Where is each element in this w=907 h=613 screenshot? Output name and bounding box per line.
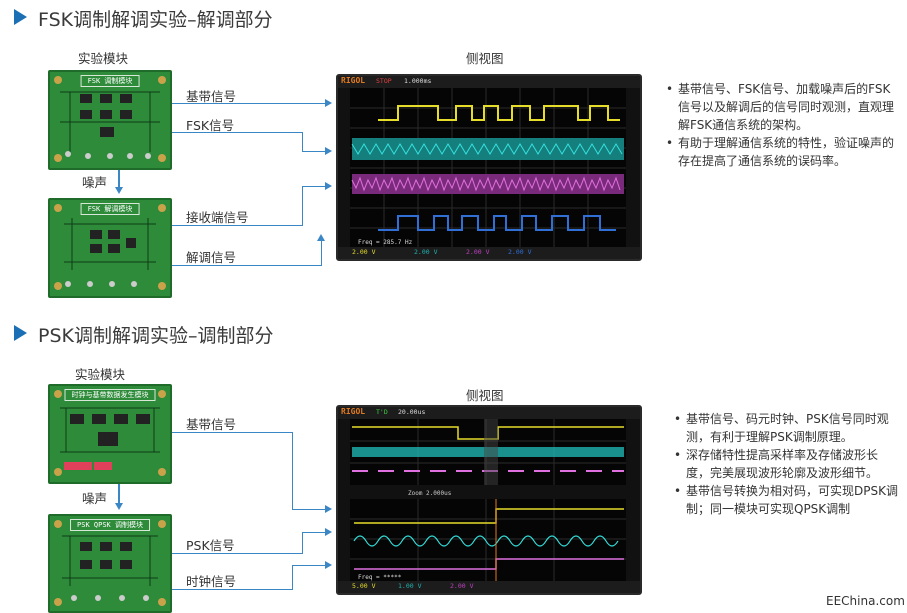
scope-channel-bar: 5.00 V 1.00 V 2.00 V xyxy=(338,581,640,593)
psk-carrier-trace xyxy=(353,535,619,547)
board-title: FSK 解调模块 xyxy=(80,203,140,215)
ch1-scale: 5.00 V xyxy=(352,582,376,590)
section-marker-icon xyxy=(14,325,27,341)
scope-status-bar: RIGOL T'D 20.00us xyxy=(338,407,640,419)
board-circuit-icon xyxy=(54,204,166,290)
board-title: FSK 调制模块 xyxy=(80,75,140,87)
fsk-bullet-1: 基带信号、FSK信号、加载噪声后的FSK信号以及解调后的信号同时观测，直观理解F… xyxy=(666,80,898,134)
psk-noise-label: 噪声 xyxy=(82,491,108,506)
psk-bullet-list: 基带信号、码元时钟、PSK信号同时观测，有利于理解PSK调制原理。 深存储特性提… xyxy=(674,410,900,518)
ch2-scale: 2.00 V xyxy=(414,248,438,256)
fsk-demodulation-board: FSK 解调模块 xyxy=(48,198,172,298)
psk-bullet-3: 基带信号转换为相对码，可实现DPSK调制；同一模块可实现QPSK调制 xyxy=(674,482,900,518)
board-circuit-icon xyxy=(54,76,166,162)
fsk-section-title: FSK调制解调实验–解调部分 xyxy=(38,9,273,31)
fsk-signal-baseband: 基带信号 xyxy=(186,89,237,104)
ch3-scale: 2.00 V xyxy=(450,582,474,590)
psk-signal-clock: 时钟信号 xyxy=(186,574,237,589)
ch4-demod-trace xyxy=(378,215,616,231)
fsk-oscilloscope-screen: RIGOL STOP 1.000ms Freq = 285.7 Hz 2.00 … xyxy=(336,74,642,261)
board-title: PSK QPSK 调制模块 xyxy=(70,519,150,531)
scope-run-state: T'D xyxy=(376,408,388,416)
ch3-scale: 2.00 V xyxy=(466,248,490,256)
fsk-modulation-board: FSK 调制模块 xyxy=(48,70,172,170)
psk-clock-data-board: 时钟与基带数据发生模块 xyxy=(48,384,172,484)
ch1-scale: 2.00 V xyxy=(352,248,376,256)
ch4-scale: 2.00 V xyxy=(508,248,532,256)
fsk-signal-received: 接收端信号 xyxy=(186,210,249,225)
footer-watermark: EEChina.com xyxy=(826,594,905,608)
psk-modulation-board: PSK QPSK 调制模块 xyxy=(48,514,172,613)
section-marker-icon xyxy=(14,9,27,25)
fsk-signal-fsk: FSK信号 xyxy=(186,118,235,133)
psk-signal-baseband: 基带信号 xyxy=(186,417,237,432)
scope-brand: RIGOL xyxy=(341,76,366,85)
psk-section-title: PSK调制解调实验–调制部分 xyxy=(38,325,274,347)
fsk-view-label: 侧视图 xyxy=(466,51,504,66)
fsk-bullet-2: 有助于理解通信系统的特性，验证噪声的存在提高了通信系统的误码率。 xyxy=(666,134,898,170)
psk-signal-psk: PSK信号 xyxy=(186,538,235,553)
board-circuit-icon xyxy=(54,520,166,606)
scope-channel-bar: 2.00 V 2.00 V 2.00 V 2.00 V xyxy=(338,247,640,259)
fsk-signal-demodulated: 解调信号 xyxy=(186,250,237,265)
scope-zoom-label: Zoom 2.000us xyxy=(408,490,452,497)
fsk-module-label: 实验模块 xyxy=(78,51,129,66)
scope-brand: RIGOL xyxy=(341,407,366,416)
psk-oscilloscope-screen: RIGOL T'D 20.00us Zoom 2.000us Freq = **… xyxy=(336,405,642,595)
fsk-waveforms: Freq = 285.7 Hz xyxy=(350,88,626,248)
psk-waveforms: Zoom 2.000us Freq = ***** xyxy=(350,419,626,581)
scope-freq-readout: Freq = 285.7 Hz xyxy=(358,239,413,246)
scope-timebase: 20.00us xyxy=(398,408,426,416)
psk-bullet-1: 基带信号、码元时钟、PSK信号同时观测，有利于理解PSK调制原理。 xyxy=(674,410,900,446)
board-title: 时钟与基带数据发生模块 xyxy=(64,389,156,401)
ch1-baseband-trace xyxy=(378,105,620,121)
fsk-noise-label: 噪声 xyxy=(82,175,108,190)
scope-status-bar: RIGOL STOP 1.000ms xyxy=(338,76,640,88)
psk-module-label: 实验模块 xyxy=(75,367,126,382)
fsk-bullet-list: 基带信号、FSK信号、加载噪声后的FSK信号以及解调后的信号同时观测，直观理解F… xyxy=(666,80,898,170)
ch2-scale: 1.00 V xyxy=(398,582,422,590)
psk-bullet-2: 深存储特性提高采样率及存储波形长度，完美展现波形轮廓及波形细节。 xyxy=(674,446,900,482)
scope-timebase: 1.000ms xyxy=(404,77,432,85)
scope-freq-readout: Freq = ***** xyxy=(358,574,402,581)
scope-run-state: STOP xyxy=(376,77,392,85)
board-circuit-icon xyxy=(54,390,166,476)
psk-view-label: 侧视图 xyxy=(466,388,504,403)
